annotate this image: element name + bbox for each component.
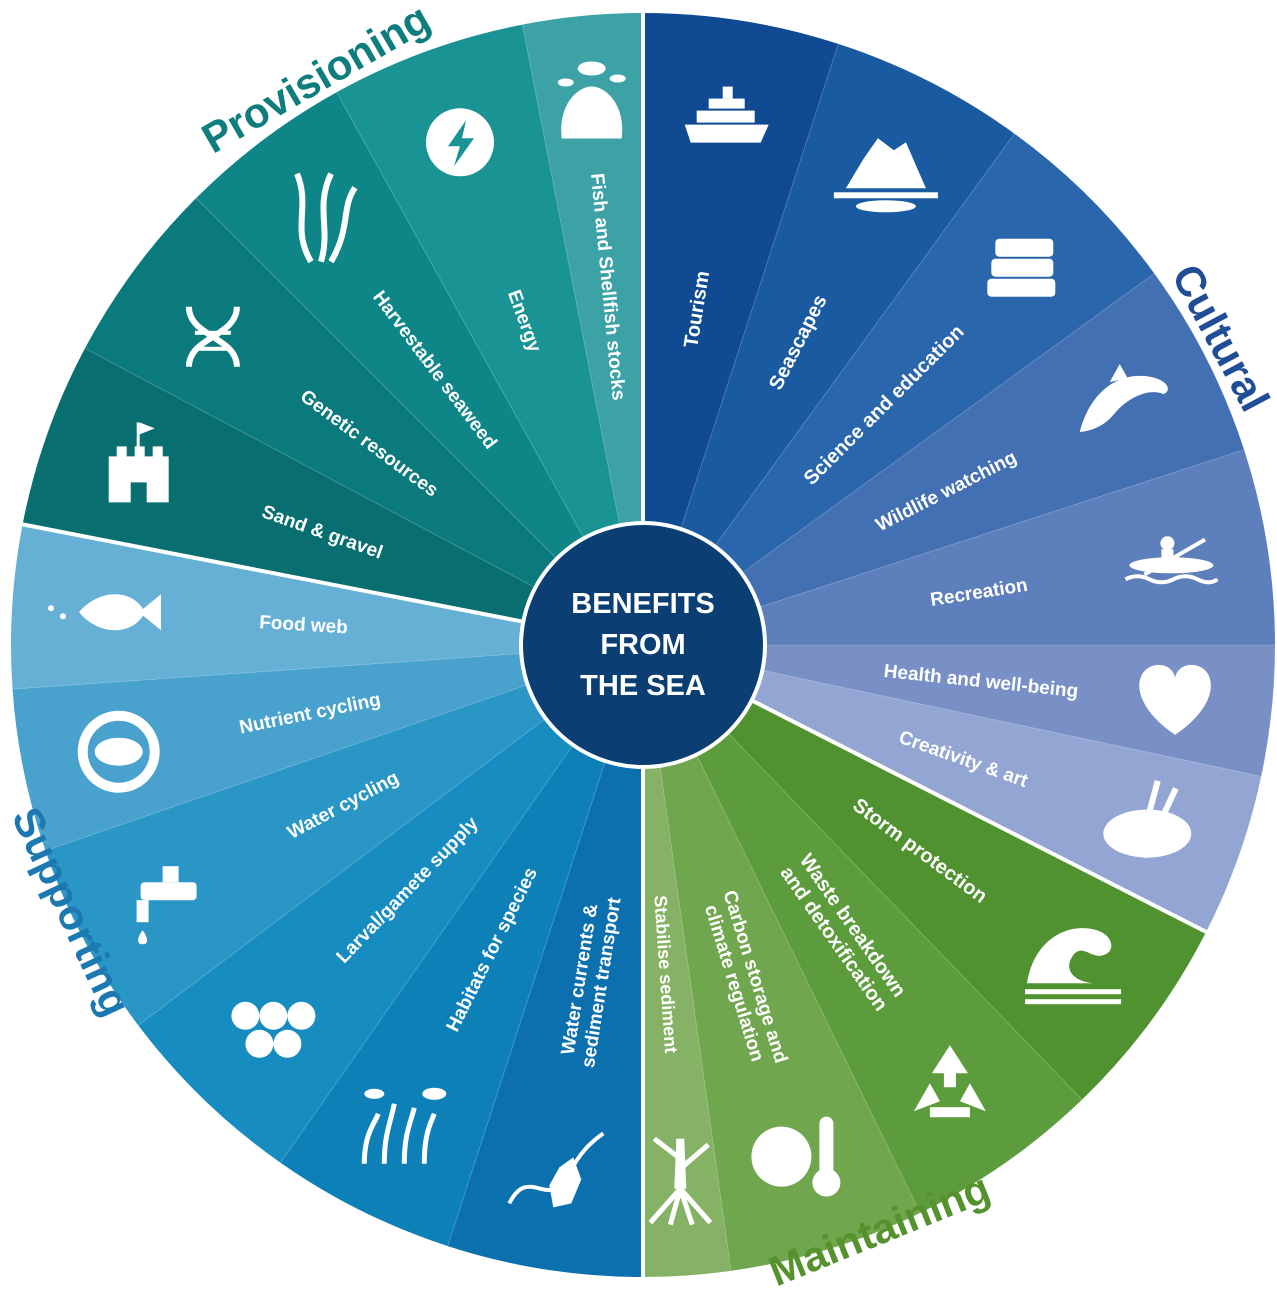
segment-wedge: [10, 524, 643, 690]
segment-wedge: [336, 24, 643, 646]
segment-wedge: [447, 645, 643, 1277]
shell-fish-icon: [557, 61, 626, 139]
cnp-cycle-icon: [77, 710, 160, 793]
center-circle: [519, 521, 767, 769]
tap-icon: [136, 866, 197, 945]
iceberg-icon: [833, 138, 938, 213]
globe-thermometer-icon: [751, 1116, 841, 1197]
segment-wedge: [45, 645, 644, 1026]
segment-wedge: [643, 645, 731, 1277]
segment-wedge: [12, 645, 644, 851]
roots-icon: [648, 1136, 713, 1226]
seaweed-icon: [294, 172, 358, 264]
segment-wedge: [643, 645, 1275, 777]
center-line-2: FROM: [600, 629, 685, 661]
palette-icon: [1103, 780, 1192, 859]
cruise-ship-icon: [684, 86, 769, 143]
segment-wedge: [196, 92, 644, 646]
eggs-icon: [231, 1001, 316, 1058]
dna-icon: [185, 306, 240, 368]
center-line-3: THE SEA: [580, 670, 706, 702]
icons-layer: [48, 61, 1219, 1226]
sandcastle-icon: [108, 422, 169, 503]
dolphin-icon: [1079, 364, 1168, 433]
segment-wedge: [643, 13, 839, 645]
segment-wedge: [84, 198, 644, 646]
segment-wedge: [643, 645, 1262, 932]
segment-wedge: [643, 645, 921, 1271]
kayak-icon: [1124, 536, 1219, 585]
lightning-icon: [426, 108, 494, 177]
segment-wedge: [643, 449, 1275, 645]
segments-layer: [10, 12, 1275, 1277]
center-line-1: BENEFITS: [571, 588, 714, 620]
segment-wedge: [643, 645, 1207, 1100]
wave-icon: [1025, 928, 1122, 1005]
segment-wedge: [643, 273, 1245, 645]
segment-wedge: [22, 348, 644, 645]
fish-icon: [48, 594, 161, 631]
segment-wedge: [643, 645, 1083, 1214]
recycle-icon: [913, 1045, 986, 1118]
heart-icon: [1139, 664, 1211, 735]
books-icon: [987, 238, 1056, 297]
center-hub: BENEFITS FROM THE SEA: [519, 521, 767, 769]
seagrass-fish-icon: [361, 1087, 447, 1164]
currents-map-icon: [507, 1131, 605, 1208]
segment-wedge: [522, 12, 643, 645]
